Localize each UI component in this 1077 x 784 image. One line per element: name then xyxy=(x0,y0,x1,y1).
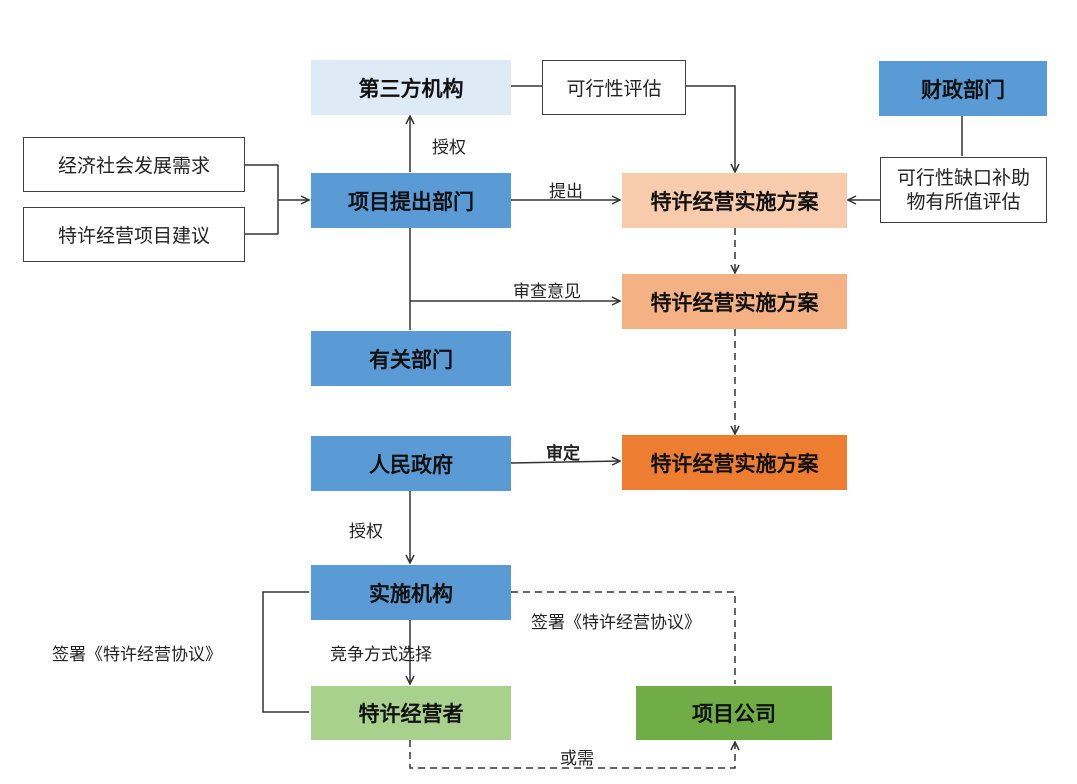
node-project-company-label: 项目公司 xyxy=(692,702,776,726)
edge-eval-to-plan1 xyxy=(686,85,735,172)
node-peoples-government-label: 人民政府 xyxy=(369,452,453,477)
node-third-party: 第三方机构 xyxy=(311,60,511,115)
node-plan-2-label: 特许经营实施方案 xyxy=(650,290,819,315)
label-or-required: 或需 xyxy=(560,749,594,769)
label-approve: 审定 xyxy=(546,444,580,464)
node-project-proposer-dept-label: 项目提出部门 xyxy=(348,189,474,214)
edge-approve xyxy=(510,461,620,463)
node-plan-1: 特许经营实施方案 xyxy=(622,173,847,228)
edge-or-required xyxy=(409,740,735,769)
node-plan-1-label: 特许经营实施方案 xyxy=(650,189,819,214)
node-finance-dept-label: 财政部门 xyxy=(921,77,1005,102)
label-propose: 提出 xyxy=(549,182,583,202)
node-franchise-proposal-label: 特许经营项目建议 xyxy=(57,225,210,247)
node-third-party-label: 第三方机构 xyxy=(358,76,464,101)
node-franchisee: 特许经营者 xyxy=(311,686,511,740)
node-project-company: 项目公司 xyxy=(636,686,832,740)
node-econ-social-demand-label: 经济社会发展需求 xyxy=(57,155,210,177)
edge-sign-right xyxy=(511,591,736,684)
node-franchise-proposal: 特许经营项目建议 xyxy=(23,207,245,262)
label-authorize-1: 授权 xyxy=(432,138,466,158)
node-implementing-agency-label: 实施机构 xyxy=(369,581,453,606)
label-competitive-selection: 竞争方式选择 xyxy=(330,645,432,665)
node-feasibility-eval: 可行性评估 xyxy=(542,60,686,115)
node-finance-dept: 财政部门 xyxy=(879,61,1047,116)
label-review-opinion: 审查意见 xyxy=(513,282,581,302)
label-sign-left: 签署《特许经营协议》 xyxy=(52,645,222,665)
node-plan-2: 特许经营实施方案 xyxy=(622,274,847,329)
node-gap-subsidy-eval: 可行性缺口补助物有所值评估 xyxy=(880,157,1047,223)
node-plan-3: 特许经营实施方案 xyxy=(622,435,847,490)
edge-sign-left xyxy=(262,591,309,713)
node-peoples-government: 人民政府 xyxy=(311,436,511,491)
node-project-proposer-dept: 项目提出部门 xyxy=(311,173,511,228)
node-feasibility-eval-label: 可行性评估 xyxy=(566,78,662,100)
node-plan-3-label: 特许经营实施方案 xyxy=(650,451,819,476)
node-implementing-agency: 实施机构 xyxy=(311,565,511,620)
label-authorize-2: 授权 xyxy=(349,522,383,542)
node-gap-subsidy-eval-label: 可行性缺口补助物有所值评估 xyxy=(896,167,1030,213)
node-related-dept-label: 有关部门 xyxy=(369,347,453,372)
node-franchisee-label: 特许经营者 xyxy=(358,702,464,726)
node-related-dept: 有关部门 xyxy=(311,331,511,386)
label-sign-right: 签署《特许经营协议》 xyxy=(531,613,701,633)
node-econ-social-demand: 经济社会发展需求 xyxy=(23,137,245,192)
